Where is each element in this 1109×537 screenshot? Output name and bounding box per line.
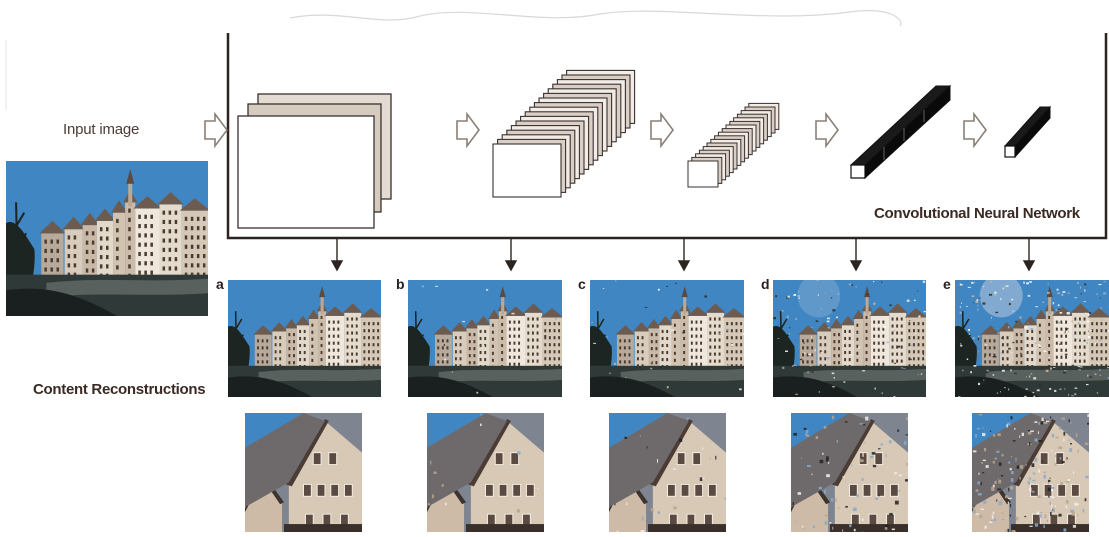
layer-2-stack — [492, 69, 636, 198]
flow-arrow-3 — [650, 111, 674, 149]
reconstruction-crop-c — [609, 413, 726, 532]
flow-arrow-1 — [204, 111, 228, 149]
flow-arrow-5 — [963, 111, 987, 149]
reconstruction-crop-a — [245, 413, 362, 532]
panel-letter-e: e — [943, 276, 951, 292]
flow-arrows — [204, 111, 987, 149]
cnn-label: Convolutional Neural Network — [874, 205, 1080, 222]
flow-arrow-4 — [815, 111, 839, 149]
layer-1-stack — [237, 93, 392, 229]
layer-3-stack — [687, 102, 780, 188]
flow-arrow-2 — [456, 111, 480, 149]
layer-4-block — [849, 84, 952, 180]
content-reconstructions-label: Content Reconstructions — [33, 381, 206, 398]
reconstruction-wide-a — [228, 280, 381, 397]
reconstruction-crop-d — [791, 413, 908, 532]
panel-letter-b: b — [396, 276, 405, 292]
input-photo — [6, 161, 208, 316]
network-frame — [226, 33, 1108, 240]
down-arrows — [330, 238, 1036, 272]
panel-letter-d: d — [761, 276, 770, 292]
top-scribble — [289, 10, 902, 27]
reconstruction-wide-e — [955, 280, 1109, 397]
reconstruction-crop-b — [427, 413, 544, 532]
reconstruction-wide-d — [773, 280, 926, 397]
input-image-label: Input image — [63, 121, 140, 138]
panel-letter-c: c — [578, 276, 586, 292]
reconstruction-wide-b — [408, 280, 562, 397]
reconstruction-wide-c — [590, 280, 744, 397]
panel-letter-a: a — [216, 276, 224, 292]
reconstruction-crop-e — [972, 413, 1089, 532]
layer-5-block — [1003, 105, 1052, 159]
